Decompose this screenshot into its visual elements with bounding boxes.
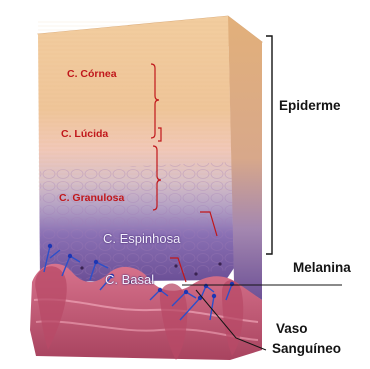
layer-label-cornea: C. Córnea [67,69,117,80]
layer-label-basal: C. Basal [105,273,154,286]
layer-label-lucida: C. Lúcida [61,129,108,140]
label-sanguineo: Sanguíneo [272,342,341,356]
layer-label-granulosa: C. Granulosa [59,193,124,204]
label-melanina: Melanina [293,261,351,275]
epiderme-bracket [266,36,272,254]
layer-label-espinhosa: C. Espinhosa [103,232,180,245]
label-vaso: Vaso [276,322,308,336]
label-epiderme: Epiderme [279,99,341,113]
